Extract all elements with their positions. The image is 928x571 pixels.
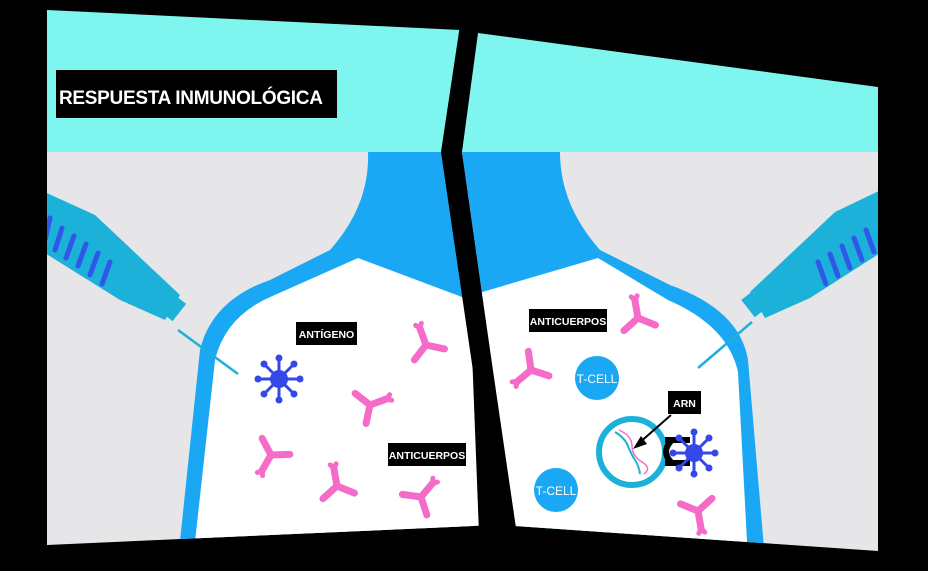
title-box: RESPUESTA INMUNOLÓGICA [56,70,337,118]
antigen-label: ANTÍGENO [299,328,354,341]
syringe-icon [47,190,239,376]
antibodies-label: ANTICUERPOS [530,316,606,328]
syringe-icon [697,188,878,369]
panel-divider [441,25,516,528]
arrow [637,414,672,445]
t-cell-icon [534,468,578,512]
label-antibodies-right: ANTICUERPOS [529,309,607,332]
antigen-virus-icon [253,353,305,405]
right-panel [462,33,878,551]
t-cell-icon [575,356,619,400]
antibodies-label: ANTICUERPOS [389,450,465,462]
skin-area [193,258,480,545]
antigen-virus-icon [668,427,720,479]
rna-strand-icon [614,431,641,475]
label-antibodies-left: ANTICUERPOS [388,443,466,466]
t-cell-label: T-CELL [536,484,577,498]
page-title: RESPUESTA INMUNOLÓGICA [59,87,323,109]
arrow-head [633,436,647,449]
label-rna: ARN [668,391,701,414]
rna-label: ARN [673,398,696,410]
skin-area [462,258,748,551]
label-antigen: ANTÍGENO [296,322,357,345]
t-cell-label: T-CELL [577,372,618,386]
